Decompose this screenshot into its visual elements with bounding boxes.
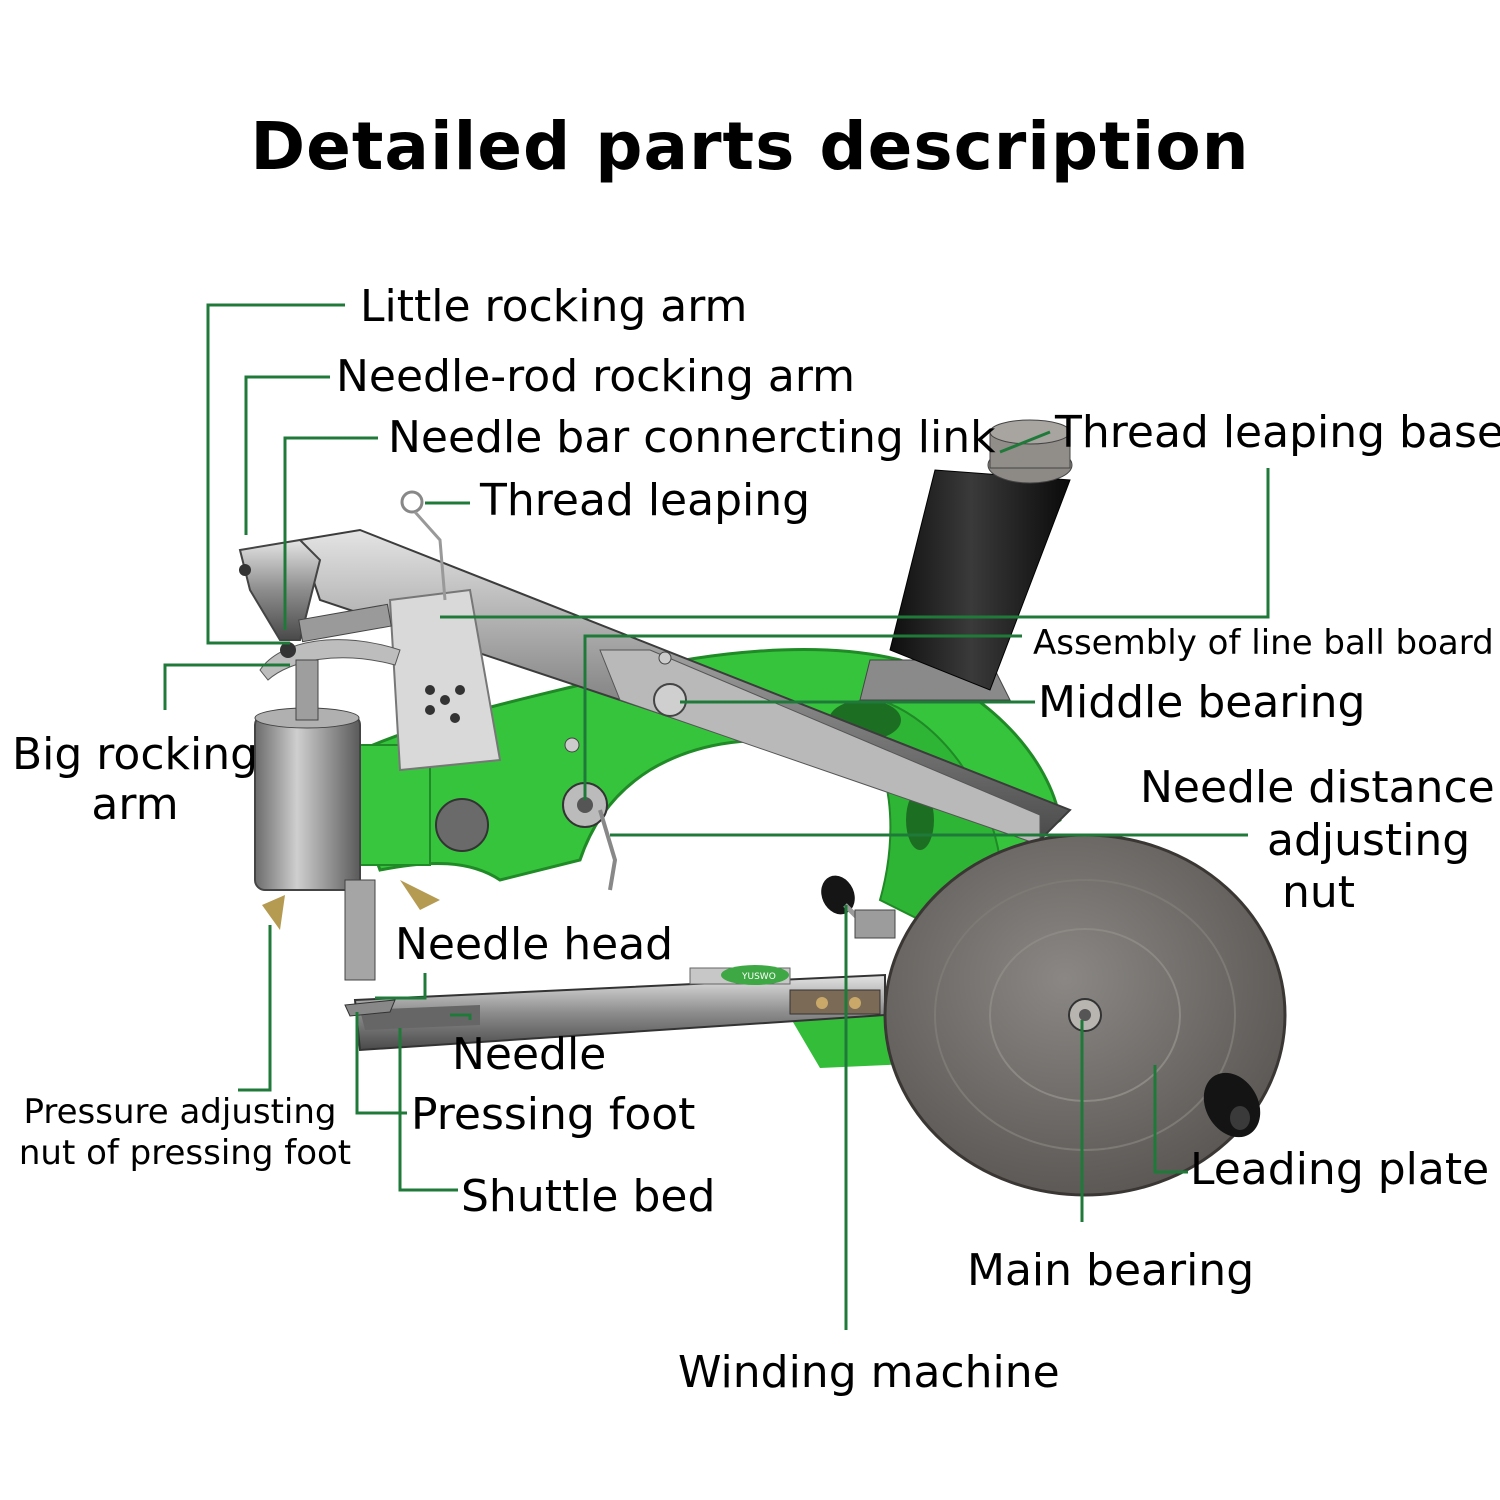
leader-thread-leaping-base-hook bbox=[999, 430, 1051, 454]
leader-thread-leaping-base bbox=[440, 468, 1270, 619]
leader-pressing-foot bbox=[355, 1012, 407, 1115]
label-shuttle-bed: Shuttle bed bbox=[461, 1171, 716, 1222]
leader-leading-plate bbox=[1153, 1065, 1188, 1174]
label-little-rocking-arm: Little rocking arm bbox=[360, 281, 748, 332]
leader-needle-rod-rocking-arm bbox=[244, 375, 330, 535]
rocking-arms bbox=[238, 538, 401, 681]
label-needle-rod-rocking-arm: Needle-rod rocking arm bbox=[336, 351, 855, 402]
leader-pressure-adjusting bbox=[238, 925, 272, 1092]
label-winding-machine: Winding machine bbox=[678, 1347, 1060, 1398]
leader-needle bbox=[450, 1013, 472, 1020]
label-needle: Needle bbox=[452, 1029, 607, 1080]
leader-shuttle-bed bbox=[398, 1028, 458, 1192]
machine-logo: YUSWO bbox=[741, 972, 776, 982]
leader-assembly-line-ball-board bbox=[583, 634, 1022, 800]
label-needle-bar-connecting-link: Needle bar connercting link bbox=[388, 412, 996, 463]
leader-needle-bar-link bbox=[283, 436, 378, 630]
label-needle-distance-line2: adjusting bbox=[1267, 815, 1471, 866]
label-big-rocking-arm-line1: Big rocking bbox=[11, 729, 259, 780]
label-pressure-adjusting-line2: nut of pressing foot bbox=[18, 1133, 352, 1173]
winding-knob bbox=[821, 875, 896, 939]
leader-big-rocking-arm bbox=[163, 663, 290, 710]
page-title: Detailed parts description bbox=[250, 108, 1250, 185]
side-plate bbox=[388, 588, 502, 772]
label-thread-leaping-base: Thread leaping base bbox=[1055, 407, 1500, 458]
label-leading-plate: Leading plate bbox=[1190, 1144, 1490, 1195]
label-thread-leaping: Thread leaping bbox=[480, 475, 811, 526]
leader-needle-head bbox=[375, 973, 427, 1000]
label-needle-distance-line1: Needle distance bbox=[1140, 762, 1495, 813]
label-needle-distance-line3: nut bbox=[1282, 867, 1356, 918]
lower-bed: YUSWO bbox=[344, 965, 886, 1052]
label-pressure-adjusting-line1: Pressure adjusting bbox=[23, 1092, 337, 1132]
label-main-bearing: Main bearing bbox=[967, 1245, 1255, 1296]
label-pressing-foot: Pressing foot bbox=[411, 1089, 696, 1140]
leader-little-rocking-arm bbox=[206, 303, 345, 645]
label-needle-head: Needle head bbox=[395, 919, 674, 970]
label-middle-bearing: Middle bearing bbox=[1038, 677, 1366, 728]
big-rocking-arm-cylinder bbox=[254, 659, 440, 981]
label-big-rocking-arm-line2: arm bbox=[91, 779, 179, 830]
label-assembly-line-ball-board: Assembly of line ball board bbox=[1033, 623, 1494, 663]
leading-plate-wheel bbox=[883, 833, 1287, 1197]
